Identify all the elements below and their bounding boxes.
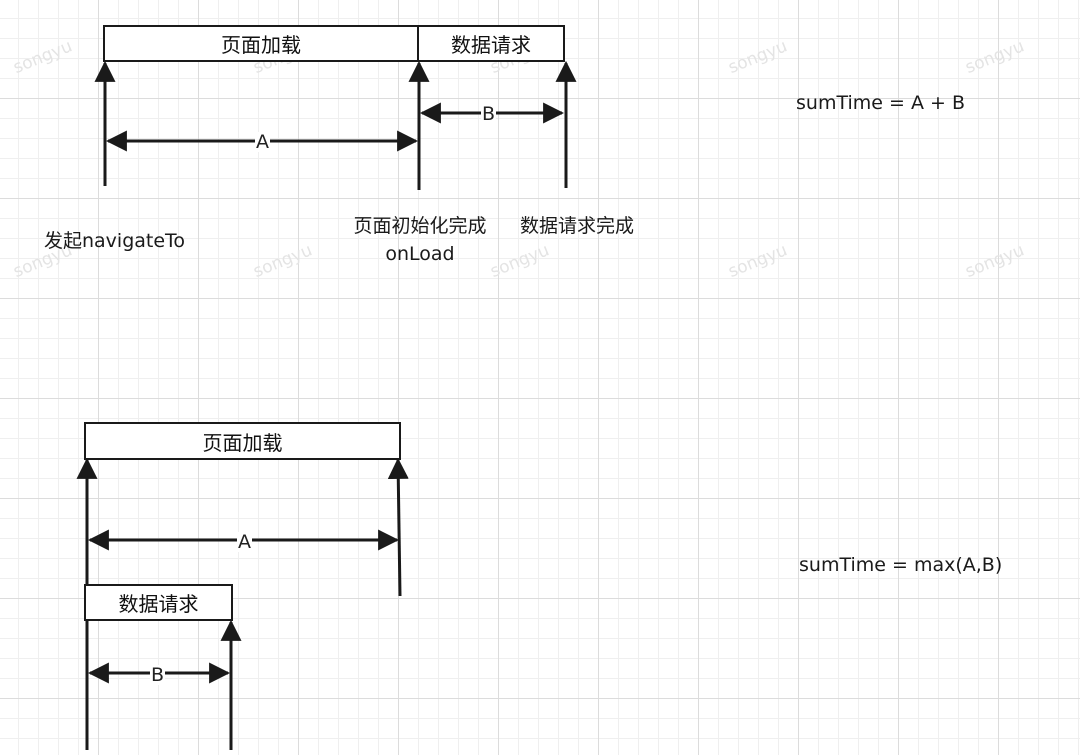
timeline-page-load-end-line: [387, 457, 409, 597]
start-event-label: 发起navigateTo: [44, 230, 186, 252]
interval-a-label: A: [255, 131, 270, 153]
page-load-box: 页面加载: [103, 25, 419, 62]
interval-a-label: A: [237, 531, 252, 553]
page-init-event-label: 页面初始化完成 onLoad: [340, 212, 500, 268]
interval-b-label: B: [481, 103, 497, 125]
formula-parallel: sumTime = max(A,B): [799, 554, 1003, 576]
page-init-event-line1: 页面初始化完成: [353, 215, 487, 237]
formula-sequential: sumTime = A + B: [796, 92, 965, 114]
request-done-event-label: 数据请求完成: [520, 215, 635, 237]
page-init-event-line2: onLoad: [385, 243, 455, 265]
data-request-box: 数据请求: [417, 25, 565, 62]
data-request-box: 数据请求: [84, 584, 233, 621]
interval-b-label: B: [150, 664, 166, 686]
page-load-box: 页面加载: [84, 422, 401, 460]
